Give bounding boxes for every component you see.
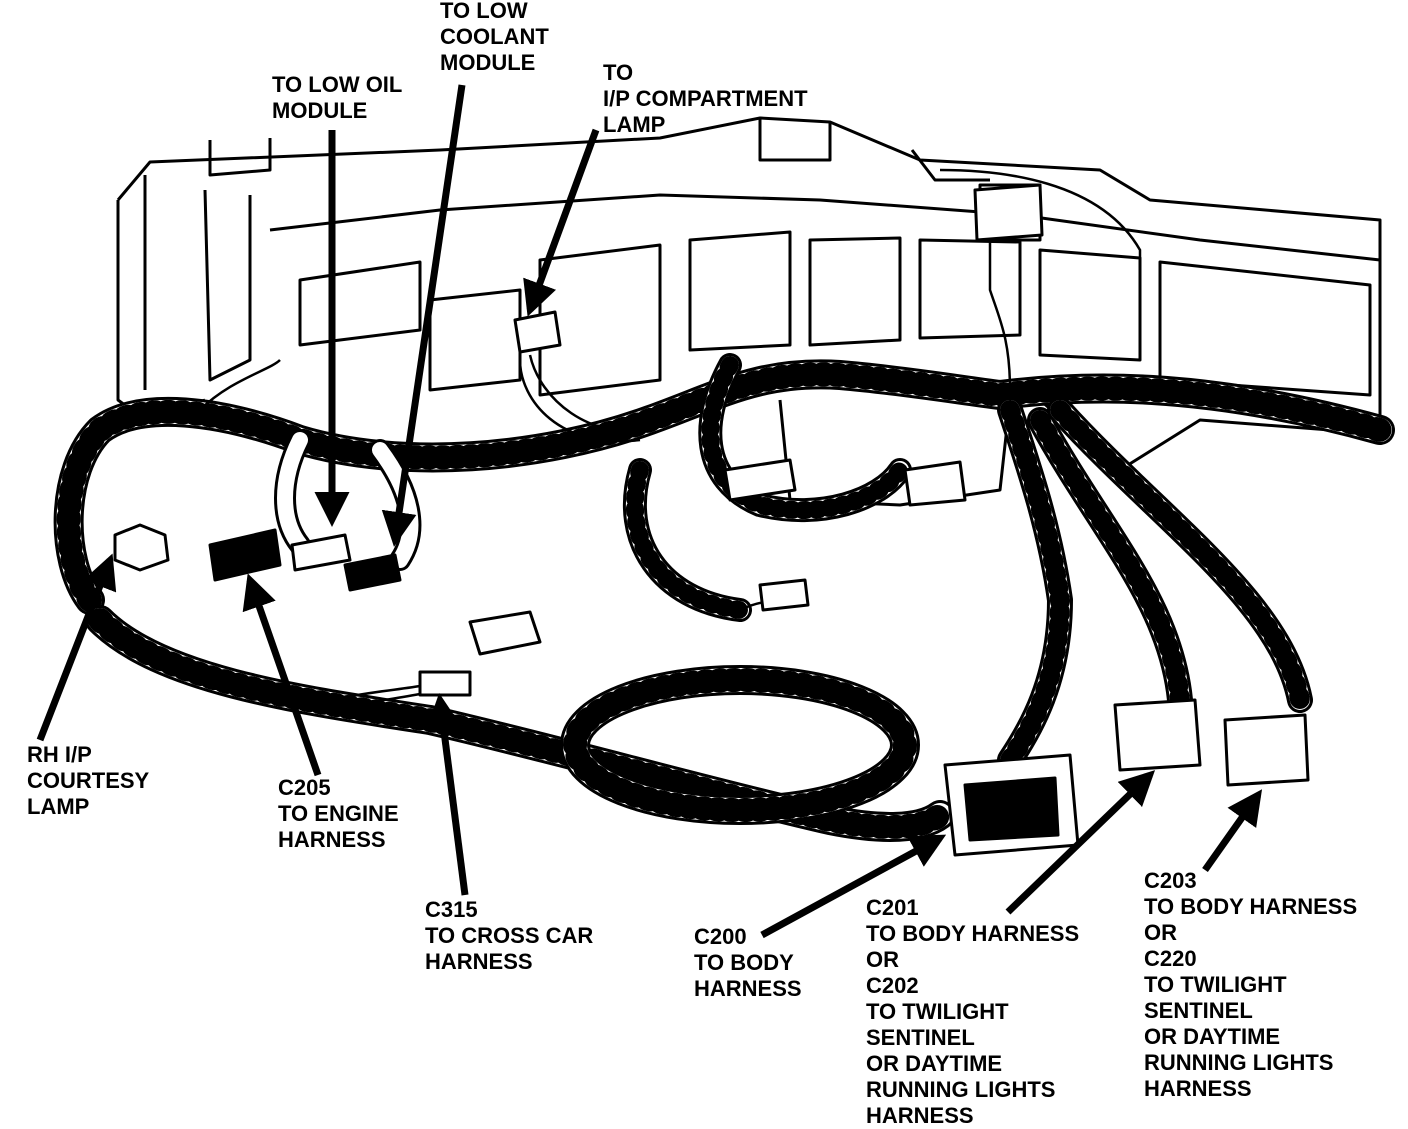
callout-line: HARNESS — [866, 1103, 974, 1128]
callout-line: RUNNING LIGHTS — [866, 1077, 1056, 1102]
callout-line: HARNESS — [425, 949, 533, 974]
callout-line: SENTINEL — [866, 1025, 975, 1050]
callout-line: C200 — [694, 924, 747, 949]
callout-c205: C205 TO ENGINE HARNESS — [278, 775, 399, 853]
callout-line: TO CROSS CAR — [425, 923, 594, 948]
callout-line: COOLANT — [440, 24, 549, 49]
harness-trunks — [53, 353, 1395, 842]
callout-low-coolant: TO LOW COOLANT MODULE — [440, 0, 549, 76]
callout-c315: C315 TO CROSS CAR HARNESS — [425, 897, 593, 975]
instrument-panel-carrier — [116, 116, 1382, 507]
callout-line: OR — [1144, 920, 1177, 945]
callout-line: TO TWILIGHT — [1144, 972, 1287, 997]
arrow-courtesy-lamp — [36, 553, 117, 742]
callout-line: HARNESS — [1144, 1076, 1252, 1101]
callout-line: TO BODY HARNESS — [1144, 894, 1358, 919]
callout-line: I/P COMPARTMENT — [603, 86, 808, 111]
callout-line: C202 — [866, 973, 919, 998]
callout-line: MODULE — [272, 98, 368, 123]
callout-line: TO LOW OIL — [272, 72, 403, 97]
callout-compartment-lamp: TO I/P COMPARTMENT LAMP — [603, 60, 808, 138]
arrow-c205 — [242, 573, 322, 777]
callout-line: C220 — [1144, 946, 1197, 971]
callout-courtesy-lamp: RH I/P COURTESY LAMP — [27, 742, 149, 820]
arrow-low-coolant — [381, 84, 466, 547]
callout-line: TO BODY HARNESS — [866, 921, 1080, 946]
callout-line: C203 — [1144, 868, 1197, 893]
callout-line: LAMP — [27, 794, 90, 819]
callout-line: RUNNING LIGHTS — [1144, 1050, 1334, 1075]
callout-line: TO TWILIGHT — [866, 999, 1009, 1024]
arrow-c200 — [760, 834, 947, 939]
callout-line: OR DAYTIME — [1144, 1024, 1281, 1049]
callout-line: TO BODY — [694, 950, 794, 975]
callout-line: C201 — [866, 895, 919, 920]
callout-line: MODULE — [440, 50, 536, 75]
callout-line: COURTESY — [27, 768, 150, 793]
arrow-c201 — [1005, 770, 1156, 915]
callout-line: RH I/P — [27, 742, 92, 767]
connectors — [113, 183, 1310, 857]
callout-line: HARNESS — [278, 827, 386, 852]
callout-line: HARNESS — [694, 976, 802, 1001]
callout-low-oil: TO LOW OIL MODULE — [272, 72, 402, 124]
callout-line: TO LOW — [440, 0, 528, 23]
callout-line: C205 — [278, 775, 331, 800]
leader-arrows — [36, 84, 1263, 939]
arrow-compartment-lamp — [523, 128, 600, 317]
arrow-c315 — [426, 693, 469, 896]
callout-line: C315 — [425, 897, 478, 922]
callout-c203: C203 TO BODY HARNESS OR C220 TO TWILIGHT… — [1144, 868, 1357, 1102]
callout-line: OR DAYTIME — [866, 1051, 1003, 1076]
wire-leads — [199, 168, 1142, 712]
callout-line: LAMP — [603, 112, 666, 137]
callout-line: TO — [603, 60, 634, 85]
callout-line: OR — [866, 947, 899, 972]
callout-line: SENTINEL — [1144, 998, 1253, 1023]
callout-line: TO ENGINE — [278, 801, 399, 826]
callout-c200: C200 TO BODY HARNESS — [694, 924, 802, 1002]
callout-c201: C201 TO BODY HARNESS OR C202 TO TWILIGHT… — [866, 895, 1079, 1129]
arrow-c203 — [1202, 789, 1263, 873]
